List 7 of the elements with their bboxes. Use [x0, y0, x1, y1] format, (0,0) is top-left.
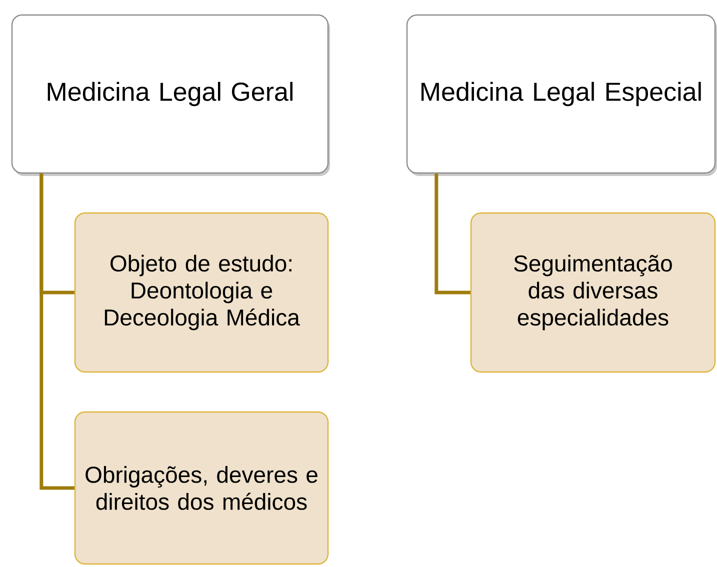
connector-line	[40, 174, 74, 490]
topic-box: Objeto de estudo: Deontologia e Deceologia Médica	[74, 212, 329, 373]
connector-line	[434, 174, 470, 294]
category-box: Medicina Legal Geral	[11, 14, 330, 176]
topic-box: Obrigações, deveres e direitos dos médicos	[74, 411, 329, 565]
topic-box: Seguimentação das diversas especialidades	[470, 212, 716, 373]
category-box: Medicina Legal Especial	[406, 14, 717, 176]
